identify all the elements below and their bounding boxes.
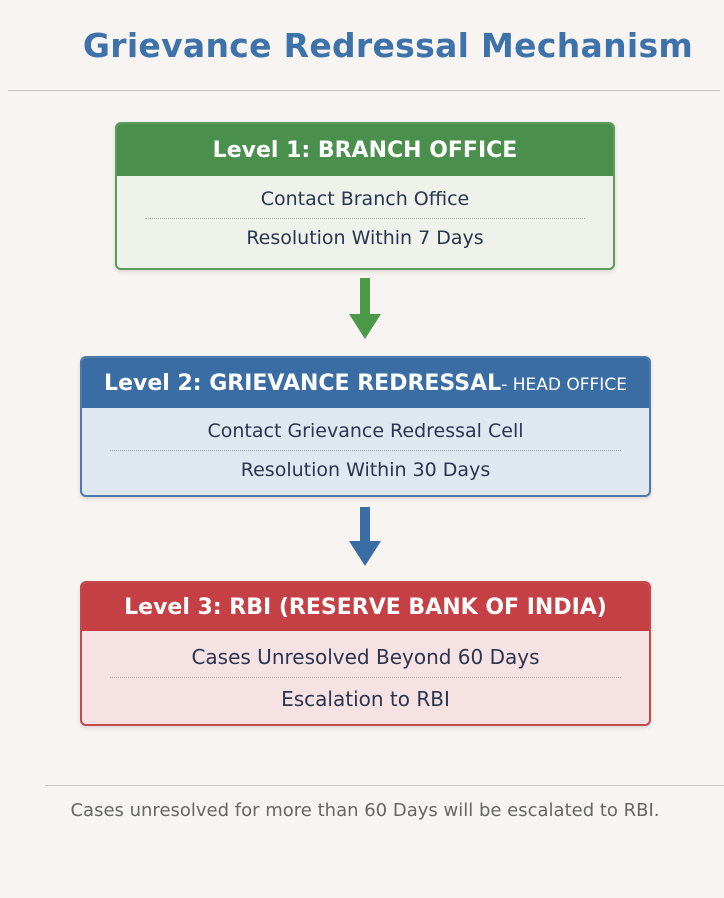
separator — [110, 450, 621, 451]
footer-note: Cases unresolved for more than 60 Days w… — [70, 800, 660, 821]
divider — [8, 90, 720, 91]
level-2-item: Contact Grievance Redressal Cell — [207, 420, 524, 442]
arrow-down-icon — [349, 507, 381, 566]
divider — [45, 785, 724, 786]
arrow-down-icon — [349, 278, 381, 339]
level-1-box: Level 1: BRANCH OFFICE Contact Branch Of… — [115, 122, 615, 270]
level-2-heading: Level 2: GRIEVANCE REDRESSAL- HEAD OFFIC… — [82, 358, 649, 408]
level-3-item: Escalation to RBI — [281, 687, 450, 711]
level-3-box: Level 3: RBI (RESERVE BANK OF INDIA) Cas… — [80, 581, 651, 726]
page-title: Grievance Redressal Mechanism — [82, 26, 694, 65]
level-1-item: Resolution Within 7 Days — [246, 227, 484, 249]
level-3-item: Cases Unresolved Beyond 60 Days — [191, 645, 540, 669]
level-2-box: Level 2: GRIEVANCE REDRESSAL- HEAD OFFIC… — [80, 356, 651, 497]
level-3-heading: Level 3: RBI (RESERVE BANK OF INDIA) — [82, 583, 649, 631]
level-2-subtitle: - HEAD OFFICE — [501, 375, 627, 395]
separator — [145, 218, 585, 219]
separator — [110, 677, 621, 678]
level-2-item: Resolution Within 30 Days — [240, 459, 491, 481]
level-2-title: Level 2: GRIEVANCE REDRESSAL — [104, 371, 502, 396]
level-1-item: Contact Branch Office — [260, 188, 470, 210]
level-1-heading: Level 1: BRANCH OFFICE — [117, 124, 613, 176]
